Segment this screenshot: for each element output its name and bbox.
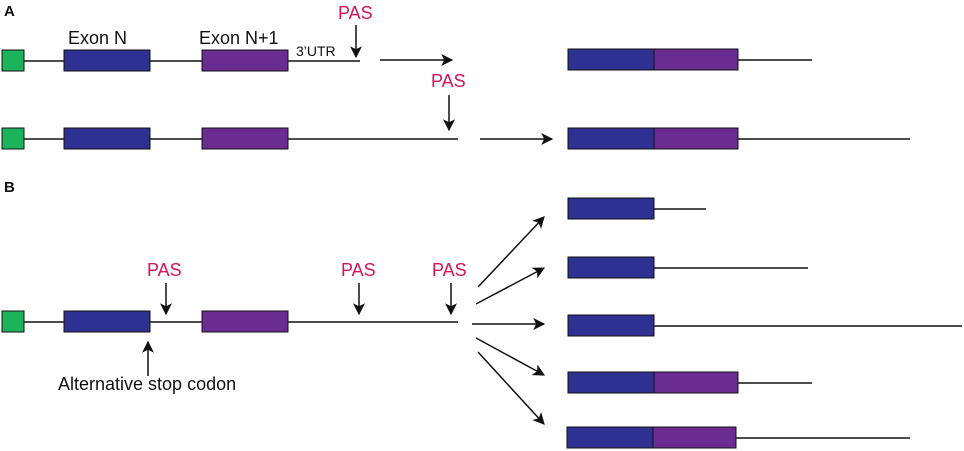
exon-n1-box — [201, 310, 289, 333]
pas-label-3: PAS — [432, 260, 467, 280]
pas-label: PAS — [338, 3, 373, 23]
exon-n-box — [567, 48, 655, 71]
fan-arrow-1 — [477, 216, 545, 288]
product-b-5 — [566, 426, 910, 449]
exon-n1-box — [653, 127, 739, 150]
pas-label-1: PAS — [147, 260, 182, 280]
promoter-box — [1, 49, 25, 72]
panel-a-gene-long-utr: PAS — [1, 71, 466, 150]
exon-n-box — [567, 371, 655, 394]
pas-label: PAS — [431, 71, 466, 91]
exon-n1-label: Exon N+1 — [199, 28, 279, 48]
exon-n1-box — [653, 48, 739, 71]
exon-n-box — [567, 127, 655, 150]
fan-arrow-5 — [477, 351, 545, 425]
promoter-box — [1, 310, 25, 333]
panel-b-label: B — [4, 179, 15, 196]
fan-arrows — [472, 216, 546, 425]
exon-n-box — [567, 256, 655, 279]
fan-arrow-4 — [475, 337, 546, 376]
exon-n-box — [567, 314, 655, 337]
alt-stop-label: Alternative stop codon — [58, 374, 236, 394]
exon-n-box — [63, 127, 151, 150]
promoter-box — [1, 127, 25, 150]
utr-label: 3’UTR — [296, 43, 336, 59]
product-b-2 — [567, 256, 808, 279]
exon-n1-box — [201, 49, 289, 72]
exon-n1-box — [201, 127, 289, 150]
product-b-3 — [567, 314, 962, 337]
exon-n1-box — [653, 371, 739, 394]
product-b-4 — [567, 371, 812, 394]
panel-b-gene: PAS PAS PAS Alternative stop codon — [1, 260, 467, 394]
panel-a-label: A — [4, 3, 15, 20]
pas-label-2: PAS — [341, 260, 376, 280]
exon-n-box — [567, 197, 655, 220]
exon-n1-box — [652, 426, 737, 449]
product-long-utr — [567, 127, 910, 150]
exon-n-box — [63, 49, 151, 72]
exon-n-box — [63, 310, 151, 333]
panel-a-gene-short-utr: Exon N Exon N+1 3’UTR PAS — [1, 3, 373, 72]
fan-arrow-2 — [475, 267, 546, 305]
exon-n-box — [566, 426, 654, 449]
product-b-1 — [567, 197, 706, 220]
product-short-utr — [567, 48, 812, 71]
exon-n-label: Exon N — [68, 28, 127, 48]
